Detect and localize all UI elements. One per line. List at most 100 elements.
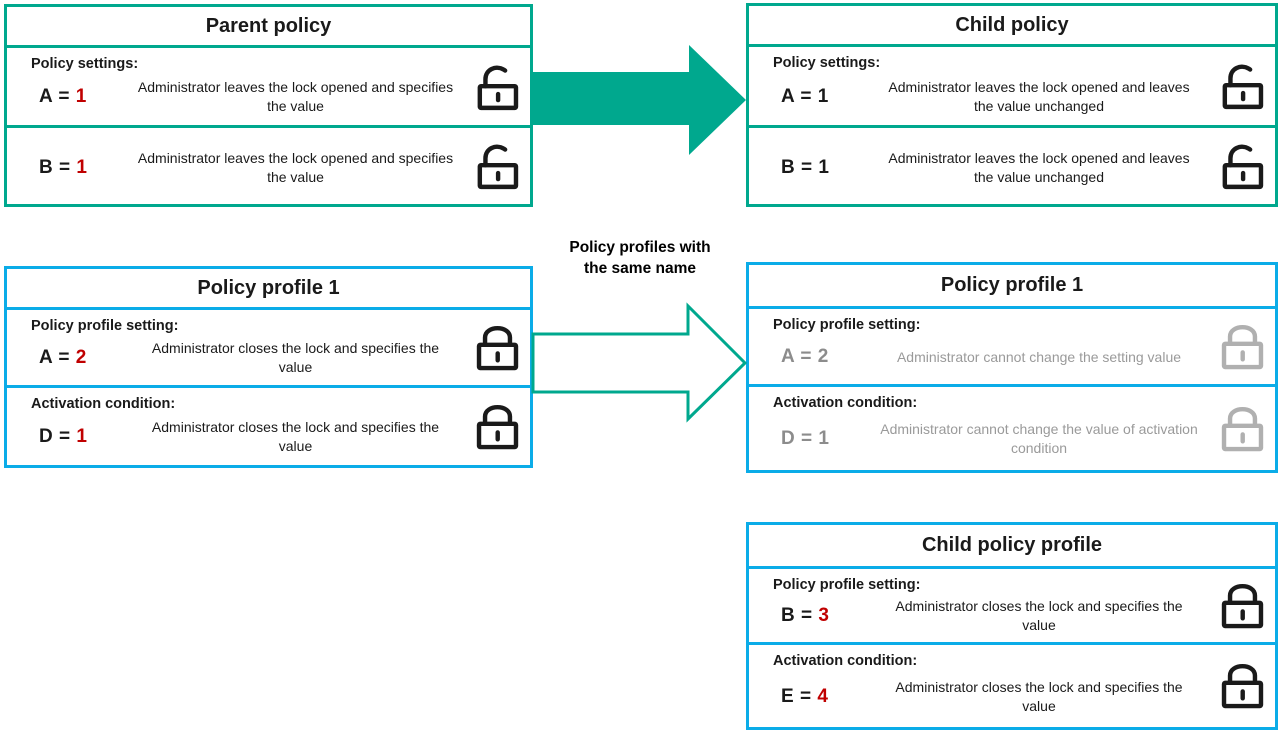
row-description: Administrator closes the lock and specif…	[895, 678, 1183, 714]
variable-name: A	[781, 346, 795, 367]
locked-padlock-icon	[475, 319, 520, 376]
policy-profile-source-row-a: Policy profile setting: A = 2 Administra…	[7, 310, 530, 388]
variable-expression: A = 1	[39, 86, 131, 108]
row-body: D = 1 Administrator cannot change the va…	[773, 412, 1267, 466]
child-policy-profile-row-b: Policy profile setting: B = 3 Administra…	[749, 569, 1275, 645]
equals-sign: =	[801, 428, 813, 449]
solid-right-arrow-icon	[531, 45, 746, 155]
connector-label: Policy profiles with the same name	[569, 239, 711, 277]
locked-padlock-icon	[1220, 318, 1265, 375]
row-description: Administrator leaves the lock opened and…	[137, 79, 454, 114]
variable-expression: D = 1	[781, 428, 873, 450]
row-body: A = 2 Administrator cannot change the se…	[773, 334, 1267, 380]
variable-value: 3	[818, 605, 830, 626]
unlocked-padlock-icon	[1220, 138, 1265, 195]
row-body: A = 2 Administrator closes the lock and …	[31, 335, 522, 381]
row-description: Administrator cannot change the value of…	[880, 421, 1198, 456]
row-body: B = 1 Administrator leaves the lock open…	[773, 135, 1267, 200]
equals-sign: =	[801, 605, 813, 626]
unlocked-padlock-icon	[1220, 58, 1265, 115]
variable-value: 1	[817, 85, 829, 107]
row-body: E = 4 Administrator closes the lock and …	[773, 670, 1267, 723]
variable-value: 4	[817, 685, 829, 707]
child-policy-profile-row-e: Activation condition: E = 4 Administrato…	[749, 645, 1275, 727]
unlocked-padlock-icon	[475, 58, 520, 115]
child-policy-row-b: B = 1 Administrator leaves the lock open…	[749, 128, 1275, 204]
equals-sign: =	[799, 685, 812, 707]
variable-value: 2	[817, 346, 829, 367]
equals-sign: =	[58, 347, 70, 368]
policy-profile-1-inherited-title: Policy profile 1	[749, 265, 1275, 309]
row-label: Activation condition:	[773, 653, 918, 669]
child-policy-box: Child policy Policy settings: A = 1 Admi…	[746, 3, 1278, 207]
locked-padlock-icon	[1220, 577, 1265, 634]
policy-profile-1-source-box: Policy profile 1 Policy profile setting:…	[4, 266, 533, 468]
row-body: B = 1 Administrator leaves the lock open…	[31, 135, 522, 200]
variable-expression: E = 4	[781, 686, 873, 708]
policy-profile-1-source-title: Policy profile 1	[7, 269, 530, 310]
child-policy-profile-box: Child policy profile Policy profile sett…	[746, 522, 1278, 730]
variable-expression: B = 1	[781, 157, 873, 179]
row-label: Policy settings:	[31, 56, 139, 72]
policy-profile-source-row-d: Activation condition: D = 1 Administrato…	[7, 388, 530, 465]
parent-policy-row-b: B = 1 Administrator leaves the lock open…	[7, 128, 530, 204]
row-label: Policy profile setting:	[773, 577, 921, 593]
row-label: Activation condition:	[31, 396, 176, 412]
variable-value: 2	[75, 347, 87, 368]
row-body: A = 1 Administrator leaves the lock open…	[773, 72, 1267, 121]
row-body: A = 1 Administrator leaves the lock open…	[31, 73, 522, 121]
variable-name: D	[781, 428, 796, 449]
variable-name: B	[39, 156, 54, 178]
variable-name: D	[39, 426, 54, 447]
locked-padlock-icon	[475, 398, 520, 455]
variable-value: 1	[75, 86, 87, 107]
variable-expression: B = 3	[781, 605, 873, 627]
variable-expression: A = 2	[781, 346, 873, 368]
variable-expression: A = 2	[39, 347, 131, 369]
variable-name: A	[39, 347, 53, 368]
child-policy-profile-title: Child policy profile	[749, 525, 1275, 569]
policy-profile-inherited-row-a: Policy profile setting: A = 2 Administra…	[749, 309, 1275, 387]
equals-sign: =	[800, 85, 812, 107]
variable-name: A	[39, 86, 53, 107]
unlocked-padlock-icon	[475, 138, 520, 195]
outline-right-arrow-icon	[531, 302, 748, 423]
row-body: D = 1 Administrator closes the lock and …	[31, 413, 522, 461]
row-body: B = 3 Administrator closes the lock and …	[773, 594, 1267, 638]
child-policy-row-a: Policy settings: A = 1 Administrator lea…	[749, 47, 1275, 128]
variable-name: A	[781, 85, 795, 107]
parent-policy-row-a: Policy settings: A = 1 Administrator lea…	[7, 48, 530, 128]
row-description: Administrator closes the lock and specif…	[895, 598, 1183, 633]
row-label: Policy profile setting:	[31, 318, 179, 334]
variable-expression: B = 1	[39, 157, 131, 179]
variable-value: 1	[76, 156, 88, 178]
row-description: Administrator closes the lock and specif…	[151, 340, 440, 375]
equals-sign: =	[801, 156, 813, 178]
variable-expression: A = 1	[781, 86, 873, 108]
policy-profile-inherited-row-d: Activation condition: D = 1 Administrato…	[749, 387, 1275, 470]
row-label: Activation condition:	[773, 395, 918, 411]
equals-sign: =	[800, 346, 812, 367]
parent-policy-title: Parent policy	[7, 7, 530, 48]
row-description: Administrator leaves the lock opened and…	[888, 149, 1190, 185]
variable-name: B	[781, 156, 796, 178]
variable-expression: D = 1	[39, 426, 131, 448]
row-label: Policy settings:	[773, 55, 881, 71]
equals-sign: =	[59, 426, 71, 447]
equals-sign: =	[59, 156, 71, 178]
parent-policy-box: Parent policy Policy settings: A = 1 Adm…	[4, 4, 533, 207]
row-description: Administrator leaves the lock opened and…	[888, 78, 1190, 114]
locked-padlock-icon	[1220, 400, 1265, 457]
child-policy-title: Child policy	[749, 6, 1275, 47]
equals-sign: =	[58, 86, 70, 107]
row-description: Administrator leaves the lock opened and…	[137, 149, 454, 185]
row-description: Administrator closes the lock and specif…	[151, 419, 440, 454]
variable-value: 1	[818, 156, 830, 178]
policy-profile-1-inherited-box: Policy profile 1 Policy profile setting:…	[746, 262, 1278, 473]
variable-name: E	[781, 685, 795, 707]
variable-name: B	[781, 605, 796, 626]
variable-value: 1	[818, 428, 830, 449]
locked-padlock-icon	[1220, 658, 1265, 715]
variable-value: 1	[76, 426, 88, 447]
